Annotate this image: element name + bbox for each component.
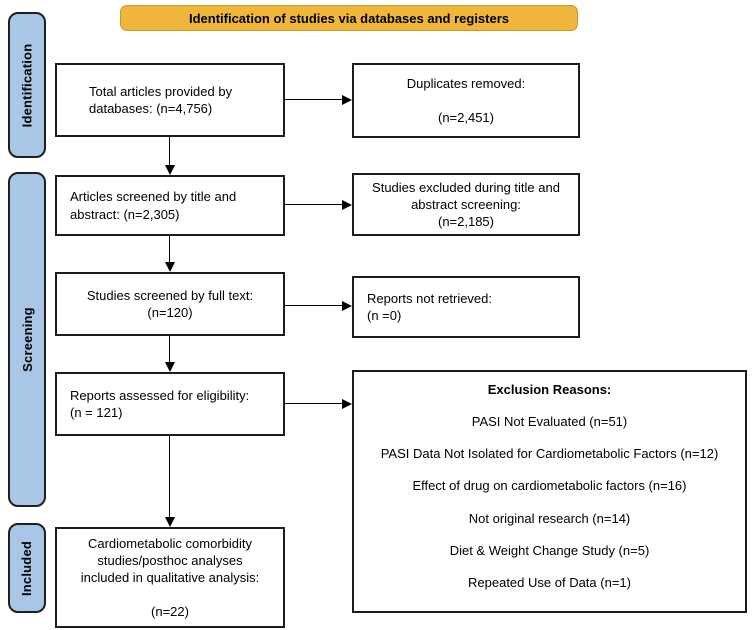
arrow-line <box>285 403 343 404</box>
box-title-abstract-excluded-line1: Studies excluded during title and <box>372 179 560 195</box>
arrow-down-icon <box>165 362 175 372</box>
stage-screening: Screening <box>8 172 46 507</box>
box-exclusion-reasons: Exclusion Reasons: PASI Not Evaluated (n… <box>352 370 747 613</box>
exclusion-reason-item: Effect of drug on cardiometabolic factor… <box>412 478 687 494</box>
box-full-text-screened: Studies screened by full text: (n=120) <box>55 272 285 336</box>
banner-title: Identification of studies via databases … <box>120 5 578 31</box>
box-title-abstract-excluded-line2: abstract screening: <box>411 196 521 212</box>
arrow-right-icon <box>342 301 352 311</box>
box-included-qualitative-line1: Cardiometabolic comorbidity <box>87 535 252 551</box>
arrow-line <box>285 204 343 205</box>
box-title-abstract-excluded-count: (n=2,185) <box>437 214 494 230</box>
arrow-line <box>285 99 343 100</box>
box-included-qualitative-count: (n=22) <box>151 604 189 620</box>
arrow-right-icon <box>342 200 352 210</box>
box-duplicates-removed-line1: Duplicates removed: <box>406 75 526 91</box>
arrow-down-icon <box>165 165 175 175</box>
box-title-abstract-screened-line1: Articles screened by title and <box>70 189 237 205</box>
arrow-down-icon <box>165 517 175 527</box>
exclusion-reason-item: Repeated Use of Data (n=1) <box>468 574 631 590</box>
box-included-qualitative-line2: studies/posthoc analyses <box>97 552 243 568</box>
box-not-retrieved-count: (n =0) <box>367 308 402 323</box>
box-database-articles-line2: databases: (n=4,756) <box>89 101 213 116</box>
box-not-retrieved: Reports not retrieved: (n =0) <box>352 276 580 338</box>
stage-identification-label: Identification <box>19 43 35 127</box>
stage-identification: Identification <box>8 12 46 158</box>
box-full-text-screened-line2: (n=120) <box>147 305 193 320</box>
exclusion-reason-item: PASI Data Not Isolated for Cardiometabol… <box>380 446 719 462</box>
box-database-articles-line1: Total articles provided by <box>89 83 233 99</box>
box-not-retrieved-line1: Reports not retrieved: <box>367 290 493 306</box>
arrow-line <box>169 137 170 166</box>
stage-screening-label: Screening <box>19 307 35 372</box>
box-included-qualitative-line3: included in qualitative analysis: <box>80 570 260 585</box>
arrow-line <box>169 336 170 363</box>
arrow-right-icon <box>342 399 352 409</box>
box-full-text-screened-line1: Studies screened by full text: <box>86 287 254 303</box>
arrow-line <box>169 236 170 263</box>
box-duplicates-removed: Duplicates removed: (n=2,451) <box>352 63 580 138</box>
box-title-abstract-excluded: Studies excluded during title and abstra… <box>352 173 580 236</box>
exclusion-reason-item: Diet & Weight Change Study (n=5) <box>449 542 650 558</box>
box-eligibility-line2: (n = 121) <box>70 405 123 420</box>
box-eligibility-line1: Reports assessed for eligibility: <box>70 387 250 403</box>
box-duplicates-removed-count: (n=2,451) <box>437 110 494 125</box>
exclusion-reasons-title: Exclusion Reasons: <box>487 382 612 397</box>
stage-included-label: Included <box>19 540 35 596</box>
arrow-line <box>285 305 343 306</box>
box-database-articles: Total articles provided by databases: (n… <box>55 63 285 137</box>
arrow-right-icon <box>342 95 352 105</box>
arrow-line <box>169 436 170 518</box>
exclusion-reason-item: Not original research (n=14) <box>468 510 631 526</box>
exclusion-reason-item: PASI Not Evaluated (n=51) <box>471 414 628 430</box>
box-title-abstract-screened-line2: abstract: (n=2,305) <box>70 206 180 222</box>
stage-included: Included <box>8 523 46 613</box>
box-eligibility: Reports assessed for eligibility: (n = 1… <box>55 372 285 436</box>
box-included-qualitative: Cardiometabolic comorbidity studies/post… <box>55 527 285 628</box>
arrow-down-icon <box>165 262 175 272</box>
box-title-abstract-screened: Articles screened by title and abstract:… <box>55 175 285 236</box>
